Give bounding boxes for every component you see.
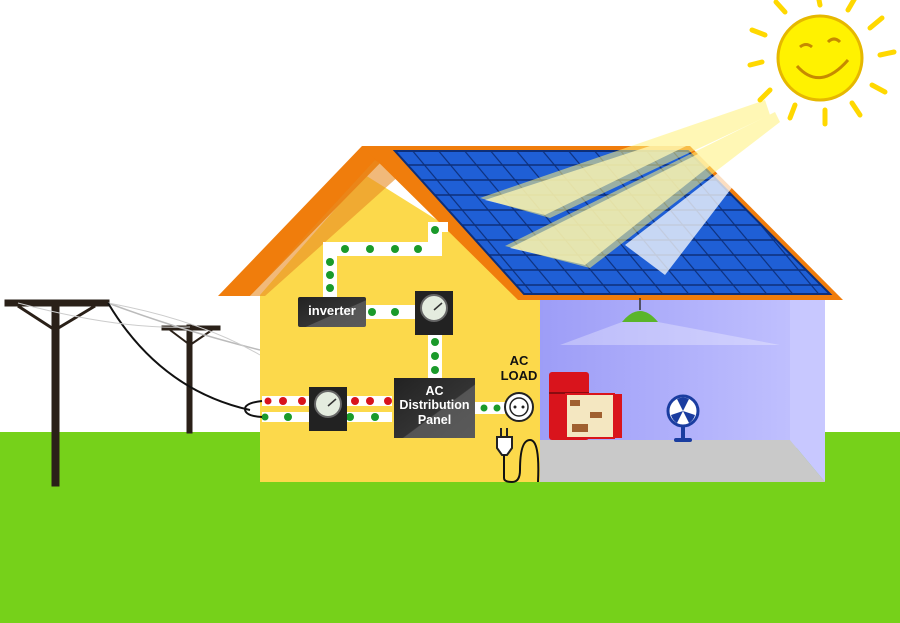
plug-icon	[496, 428, 540, 484]
panel-label-line3: Panel	[417, 412, 452, 427]
meter-grid-icon[interactable]	[309, 387, 347, 431]
panel-label-line1: AC	[425, 384, 444, 398]
grid-connection-cable	[243, 400, 263, 418]
room-floor	[540, 440, 825, 482]
ac-socket-icon[interactable]	[504, 392, 534, 422]
ceiling-lamp-icon	[560, 298, 780, 345]
ac-distribution-panel-box[interactable]	[394, 378, 475, 438]
inverter-label: inverter	[308, 303, 356, 318]
load-label-line1: AC	[509, 353, 529, 368]
fan-icon	[666, 394, 700, 442]
sun-icon	[747, 0, 897, 127]
roof-left	[218, 146, 385, 296]
power-lines	[17, 302, 261, 411]
load-label-line2: LOAD	[500, 367, 538, 383]
panel-label-line2: Distribution	[399, 398, 470, 413]
roof-left-shade	[250, 160, 400, 296]
sun-beam-glow	[480, 100, 780, 268]
inverter-box[interactable]	[298, 297, 366, 327]
meter-solar-icon[interactable]	[415, 291, 453, 335]
power-pole-far	[161, 324, 221, 434]
room-side-wall	[790, 298, 825, 482]
refrigerator-icon	[549, 372, 622, 440]
power-pole-near	[4, 299, 110, 487]
flow-arrows-green	[261, 226, 501, 421]
ac-distribution-panel-label: AC Distribution Panel	[394, 384, 475, 427]
flow-arrows-red	[264, 397, 392, 405]
ac-load-label: AC LOAD	[496, 353, 542, 384]
